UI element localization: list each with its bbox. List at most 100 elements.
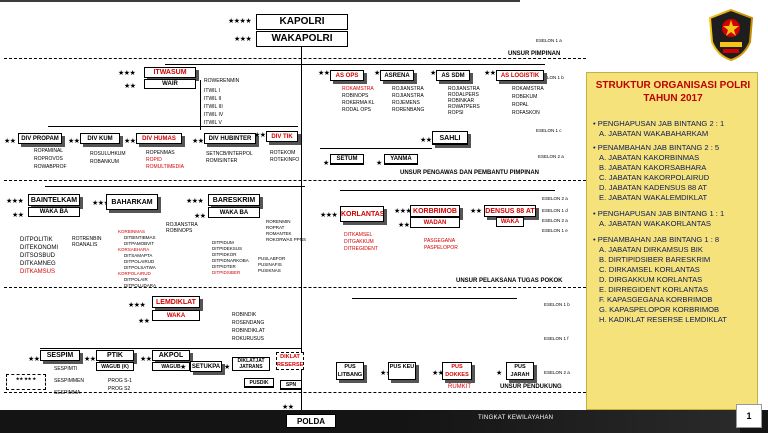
- ptik-item: PROG S-1: [108, 378, 132, 384]
- pus-dokkes-box[interactable]: PUS DOKKES: [442, 362, 472, 380]
- akpol-waka-box[interactable]: WAGUB: [152, 362, 190, 371]
- bareskrim-item: PUSLABFOR: [258, 256, 286, 261]
- info-line: A. JABATAN KAKORBINMAS: [599, 153, 700, 162]
- as-ops-box[interactable]: AS OPS: [330, 70, 364, 81]
- ptik-box[interactable]: PTIK: [96, 350, 134, 361]
- korbrimob-item: PASPELOPOR: [424, 245, 458, 251]
- wakapolri-box[interactable]: WAKAPOLRI: [256, 31, 348, 47]
- pus-jarah-box[interactable]: PUS JARAH: [506, 362, 534, 380]
- wair-box[interactable]: WAIR: [144, 79, 196, 89]
- div-tik-item: ROTEKINFO: [270, 157, 300, 163]
- div-hubinter-box[interactable]: DIV HUBINTER: [204, 133, 256, 144]
- ptik-waka-box[interactable]: WAGUB (K): [96, 362, 134, 371]
- div-propam-box[interactable]: DIV PROPAM: [18, 133, 62, 144]
- tingkat-kewilayahan-label: TINGKAT KEWILAYAHAN: [478, 415, 554, 421]
- lemdiklat-stars: ★★★: [128, 302, 146, 309]
- bareskrim-box[interactable]: BARESKRIM: [208, 194, 260, 206]
- baharkam-item: DITPAMOBVIT: [124, 241, 155, 246]
- lemdiklat-waka-box[interactable]: WAKA: [152, 310, 200, 321]
- div-tik-box[interactable]: DIV TIK: [266, 131, 298, 142]
- as-sdm-box[interactable]: AS SDM: [436, 70, 470, 81]
- as-ops-item: RODAL OPS: [342, 107, 371, 113]
- itwasum-item: ITWIL I: [204, 88, 220, 94]
- asrena-item: ROJIANSTRA: [392, 86, 424, 92]
- info-line: E. DIRREGIDENT KORLANTAS: [599, 285, 709, 294]
- div-hubinter-stars: ★★: [192, 138, 204, 145]
- yanma-box[interactable]: YANMA: [384, 154, 418, 165]
- asrena-item: ROJEMENS: [392, 100, 420, 106]
- kapolri-box[interactable]: KAPOLRI: [256, 14, 348, 30]
- div-tik-item: ROTEKOM: [270, 150, 296, 156]
- setum-box[interactable]: SETUM: [330, 154, 364, 165]
- baharkam-item: DITPOLUDARA: [124, 283, 157, 288]
- densus-box[interactable]: DENSUS 88 AT: [484, 205, 536, 217]
- asrena-item: ROJIANSTRA: [392, 93, 424, 99]
- bareskrim-side: ROKORWAS PPNS: [266, 237, 307, 242]
- asrena-item: RORENBANG: [392, 107, 425, 113]
- as-logistik-item: ROPAL: [512, 102, 529, 108]
- bareskrim-waka-box[interactable]: WAKA BA: [208, 207, 260, 218]
- section-pelaksana: UNSUR PELAKSANA TUGAS POKOK: [456, 278, 563, 284]
- akpol-box[interactable]: AKPOL: [152, 350, 190, 361]
- info-line: D. DIRGAKKUM KORLANTAS: [599, 275, 703, 284]
- baharkam-item: DITPOLAIR: [124, 277, 148, 282]
- korbrimob-box[interactable]: KORBRIMOB: [410, 205, 460, 217]
- pus-litbang-box[interactable]: PUS LITBANG: [336, 362, 364, 380]
- pus-keu-stars: ★★: [380, 370, 392, 377]
- pelaksana-divider: [4, 287, 586, 288]
- itwasum-box[interactable]: ITWASUM: [144, 67, 196, 78]
- polda-box[interactable]: POLDA: [286, 414, 336, 428]
- pus-keu-box[interactable]: PUS KEU: [388, 362, 416, 380]
- bareskrim-side: ROPRAT: [266, 225, 285, 230]
- baharkam-item: DITSAMAPTA: [124, 253, 153, 258]
- eselon-1b-b: ESELON 1 b: [544, 302, 570, 307]
- asrena-box[interactable]: ASRENA: [380, 70, 414, 81]
- lemdiklat-box[interactable]: LEMDIKLAT: [152, 296, 200, 308]
- densus-waka-box[interactable]: WAKA: [496, 217, 524, 227]
- sespim-legend: ★★ ★★ ★: [6, 374, 46, 390]
- eselon-2a-d: ESELON 2 a: [544, 370, 570, 375]
- itwasum-item: ITWIL II: [204, 96, 222, 102]
- as-sdm-item: ROBINKAR: [448, 98, 475, 104]
- info-line: E. JABATAN WAKALEMDIKLAT: [599, 193, 708, 202]
- eselon-1c: ESELON 1 c: [536, 128, 562, 133]
- div-hubinter-item: ROMISINTER: [206, 158, 238, 164]
- info-line: • PENGHAPUSAN JAB BINTANG 2 : 1: [593, 119, 725, 128]
- div-kum-item: ROSULUHKUM: [90, 151, 126, 157]
- as-ops-item: ROKAMSTRA: [342, 86, 374, 92]
- baintelkam-box[interactable]: BAINTELKAM: [28, 194, 80, 206]
- korbrimob-wadan-box[interactable]: WADAN: [410, 217, 460, 228]
- div-humas-box[interactable]: DIV HUMAS: [136, 133, 182, 144]
- div-tik-stars: ★★: [254, 132, 266, 139]
- pusdik-box[interactable]: PUSDIK: [244, 378, 274, 388]
- setukpa-box[interactable]: SETUKPA: [190, 361, 222, 372]
- div-kum-box[interactable]: DIV KUM: [80, 133, 120, 144]
- div-humas-stars: ★★: [124, 138, 136, 145]
- sespim-item: SESPIMTI: [54, 366, 78, 372]
- as-sdm-item: RODALPERS: [448, 92, 479, 98]
- bareskrim-waka-stars: ★★: [194, 213, 206, 220]
- as-logistik-item: ROFASKON: [512, 110, 540, 116]
- sahli-box[interactable]: SAHLI: [432, 131, 468, 145]
- div-hubinter-item: SETNCB/INTERPOL: [206, 151, 253, 157]
- spn-box[interactable]: SPN: [280, 380, 302, 390]
- diklat-reserse-box[interactable]: DIKLAT RESERSE: [276, 352, 304, 370]
- info-line: A. JABATAN WAKABAHARKAM: [599, 129, 709, 138]
- diklatjat-box[interactable]: DIKLATJAT JATRANS: [232, 357, 270, 371]
- info-line: • PENGHAPUSAN JAB BINTANG 1 : 1: [593, 209, 725, 218]
- info-panel: STRUKTUR ORGANISASI POLRI TAHUN 2017 • P…: [586, 72, 758, 410]
- info-line: • PENAMBAHAN JAB BINTANG 2 : 5: [593, 143, 720, 152]
- row2-connector: [48, 126, 298, 127]
- div-humas-item: ROPENMAS: [146, 150, 175, 156]
- div-propam-item: ROWABPROF: [34, 164, 67, 170]
- baintelkam-waka-stars: ★★: [12, 212, 24, 219]
- korlantas-item: DITREGIDENT: [344, 246, 378, 252]
- sespim-box[interactable]: SESPIM: [40, 350, 80, 361]
- korlantas-item: DITGAKKUM: [344, 239, 374, 245]
- baharkam-box[interactable]: BAHARKAM: [106, 194, 158, 210]
- info-line: B. JABATAN KAKORSABHARA: [599, 163, 707, 172]
- korlantas-box[interactable]: KORLANTAS: [340, 206, 384, 222]
- baintelkam-waka-box[interactable]: WAKA BA: [28, 207, 80, 217]
- baintelkam-item: DITPOLITIK: [20, 237, 53, 243]
- as-logistik-box[interactable]: AS LOGISTIK: [496, 70, 544, 81]
